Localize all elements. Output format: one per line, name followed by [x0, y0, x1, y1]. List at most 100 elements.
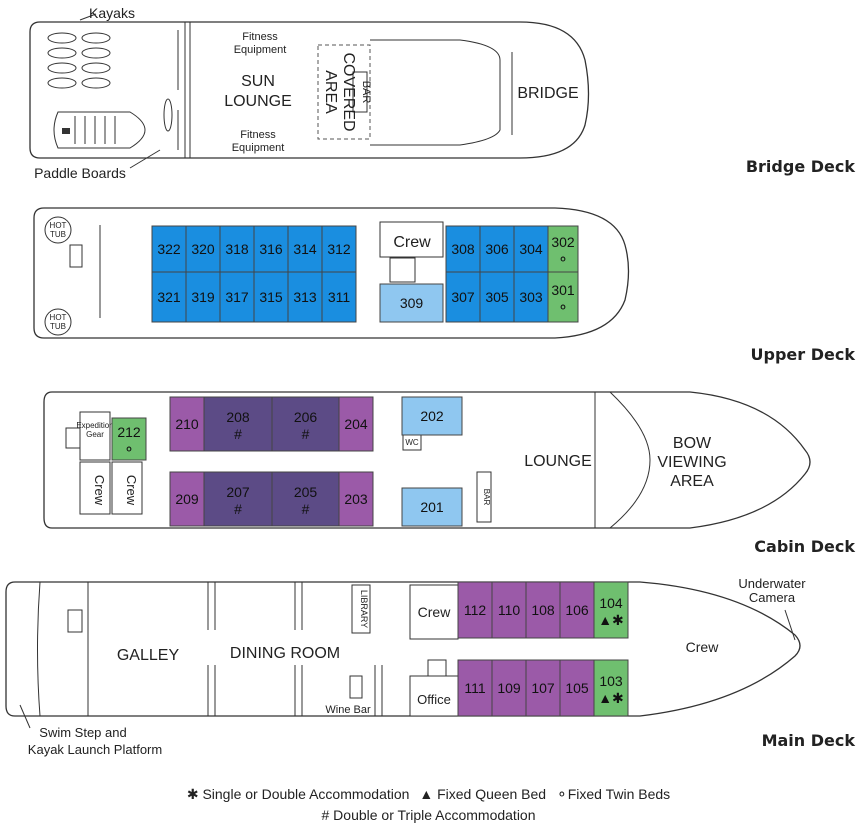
cabin-208 — [203, 396, 273, 452]
svg-text:AREA: AREA — [322, 70, 339, 114]
hot-tub-2 — [44, 308, 72, 336]
cabin-317-number: 317 — [225, 289, 249, 305]
cabin-208-number: 208 — [226, 409, 250, 425]
cabin-112 — [457, 581, 493, 639]
cabin-104-number: 104 — [599, 595, 623, 611]
cabin-205 — [271, 471, 340, 527]
crew-label-bow: Crew — [686, 639, 720, 655]
cabin-107 — [525, 659, 561, 717]
wc-label: WC — [405, 438, 419, 447]
legend-queen: ▲ Fixed Queen Bed — [419, 786, 547, 802]
cabin-319-number: 319 — [191, 289, 215, 305]
cabin-302 — [547, 225, 579, 273]
deck-plan: Kayaks Paddle Boards Fitness Equipment F… — [5, 5, 856, 757]
bridge-bar — [352, 71, 368, 113]
cabin-204-number: 204 — [344, 416, 368, 432]
sun-lounge-label-2: LOUNGE — [224, 93, 292, 110]
library-label: LIBRARY — [359, 590, 369, 628]
hot-tub-1-label-2: TUB — [50, 230, 66, 239]
main-deck-title: Main Deck — [762, 731, 856, 750]
cabin-103 — [593, 659, 629, 717]
crew-label-upper: Crew — [393, 234, 431, 251]
cabin-309 — [379, 283, 444, 323]
cabin-202 — [401, 396, 463, 436]
crew-label-cabin-1: Crew — [92, 475, 107, 506]
cabin-307-number: 307 — [451, 289, 475, 305]
cabin-314-number: 314 — [293, 241, 317, 257]
legend-single-double: ✱ Single or Double Accommodation — [186, 786, 410, 802]
bow-viewing-label-1: BOW — [673, 435, 712, 452]
cabin-320-number: 320 — [191, 241, 215, 257]
cabin-312 — [321, 225, 357, 273]
cabin-307 — [445, 271, 481, 323]
hot-tub-1-label-1: HOT — [50, 221, 67, 230]
cabin-321-number: 321 — [157, 289, 181, 305]
cabin-205-symbol: # — [302, 501, 310, 517]
paddle-boards-label: Paddle Boards — [34, 165, 126, 181]
cabin-205-number: 205 — [294, 484, 318, 500]
crew-room-upper — [379, 221, 444, 258]
bar-label-bridge: BAR — [360, 81, 372, 104]
crew-room-cabin-2 — [111, 461, 143, 515]
cabin-212-symbol: ⚬ — [123, 441, 135, 457]
cabin-202-number: 202 — [420, 408, 444, 424]
fitness-equipment-top-1: Fitness — [242, 31, 278, 43]
dining-room-label: DINING ROOM — [230, 645, 340, 662]
cabin-105-number: 105 — [565, 680, 589, 696]
cabin-203-number: 203 — [344, 491, 368, 507]
crew-room-cabin-1 — [79, 461, 111, 515]
cabin-309-number: 309 — [400, 295, 424, 311]
cabin-207-number: 207 — [226, 484, 250, 500]
cabin-107-number: 107 — [531, 680, 555, 696]
cabin-204 — [338, 396, 374, 452]
legend: ✱ Single or Double Accommodation ▲ Fixed… — [0, 784, 857, 826]
paddle-boards-icon — [53, 98, 173, 149]
cabin-108-number: 108 — [531, 602, 555, 618]
cabin-104-symbol: ▲✱ — [598, 612, 624, 628]
cabin-210 — [169, 396, 205, 452]
cabin-deck-title: Cabin Deck — [754, 537, 855, 556]
underwater-camera-label-1: Underwater — [738, 576, 806, 591]
cabin-104 — [593, 581, 629, 639]
bar-label-cabin: BAR — [482, 489, 491, 506]
fitness-equipment-top-2: Equipment — [234, 44, 287, 56]
cabin-207-symbol: # — [234, 501, 242, 517]
cabin-302-symbol: ⚬ — [557, 251, 569, 267]
cabin-209 — [169, 471, 205, 527]
cabin-209-number: 209 — [175, 491, 199, 507]
cabin-303-number: 303 — [519, 289, 543, 305]
cabin-212-number: 212 — [117, 424, 141, 440]
upper-deck-title: Upper Deck — [751, 345, 856, 364]
cabin-201 — [401, 487, 463, 527]
hot-tub-1 — [44, 216, 72, 244]
cabin-322-number: 322 — [157, 241, 181, 257]
hot-tub-2-label-2: TUB — [50, 322, 66, 331]
crew-label-cabin-2: Crew — [124, 475, 139, 506]
cabin-206-symbol: # — [302, 426, 310, 442]
kayaks-icon — [47, 32, 111, 89]
cabin-305-number: 305 — [485, 289, 509, 305]
cabin-deck-bar — [476, 471, 492, 523]
cabin-110-number: 110 — [498, 602, 521, 618]
cabin-111-number: 111 — [464, 680, 485, 696]
wine-bar-label: Wine Bar — [325, 704, 371, 716]
bridge-label: BRIDGE — [517, 85, 578, 102]
legend-twin: ⚬Fixed Twin Beds — [555, 786, 671, 802]
cabin-320 — [185, 225, 221, 273]
library-room — [351, 584, 371, 634]
sun-lounge-label-1: SUN — [241, 73, 275, 90]
cabin-302-number: 302 — [551, 234, 575, 250]
underwater-camera-label-2: Camera — [749, 590, 796, 605]
swim-step-label-2: Kayak Launch Platform — [28, 742, 162, 757]
main-deck: LIBRARY Wine Bar Crew Office GALLEY DINI… — [5, 576, 856, 757]
legend-row-1: ✱ Single or Double Accommodation ▲ Fixed… — [0, 784, 857, 805]
cabin-304 — [513, 225, 549, 273]
cabin-304-number: 304 — [519, 241, 543, 257]
cabin-301-symbol: ⚬ — [557, 299, 569, 315]
cabin-105 — [559, 659, 595, 717]
cabin-306-number: 306 — [485, 241, 509, 257]
cabin-206-number: 206 — [294, 409, 318, 425]
